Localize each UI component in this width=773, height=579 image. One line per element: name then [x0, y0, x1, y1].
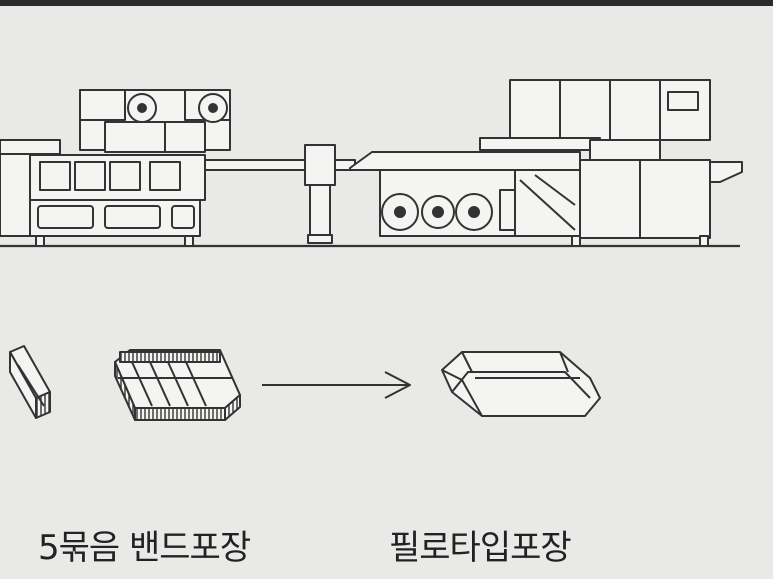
pillow-package [441, 351, 601, 417]
top-border [0, 0, 773, 6]
single-product-stack [9, 345, 51, 419]
caption-pillow-packing: 필로타입포장 [389, 528, 572, 568]
five-pack-band-bundle [114, 349, 241, 421]
caption-band-packing: 5묶음 밴드포장 [38, 528, 251, 568]
right-arrow-icon [262, 371, 411, 399]
pillow-packing-machine [349, 79, 743, 247]
transfer-conveyor [204, 144, 356, 244]
band-packing-machine [0, 89, 231, 247]
